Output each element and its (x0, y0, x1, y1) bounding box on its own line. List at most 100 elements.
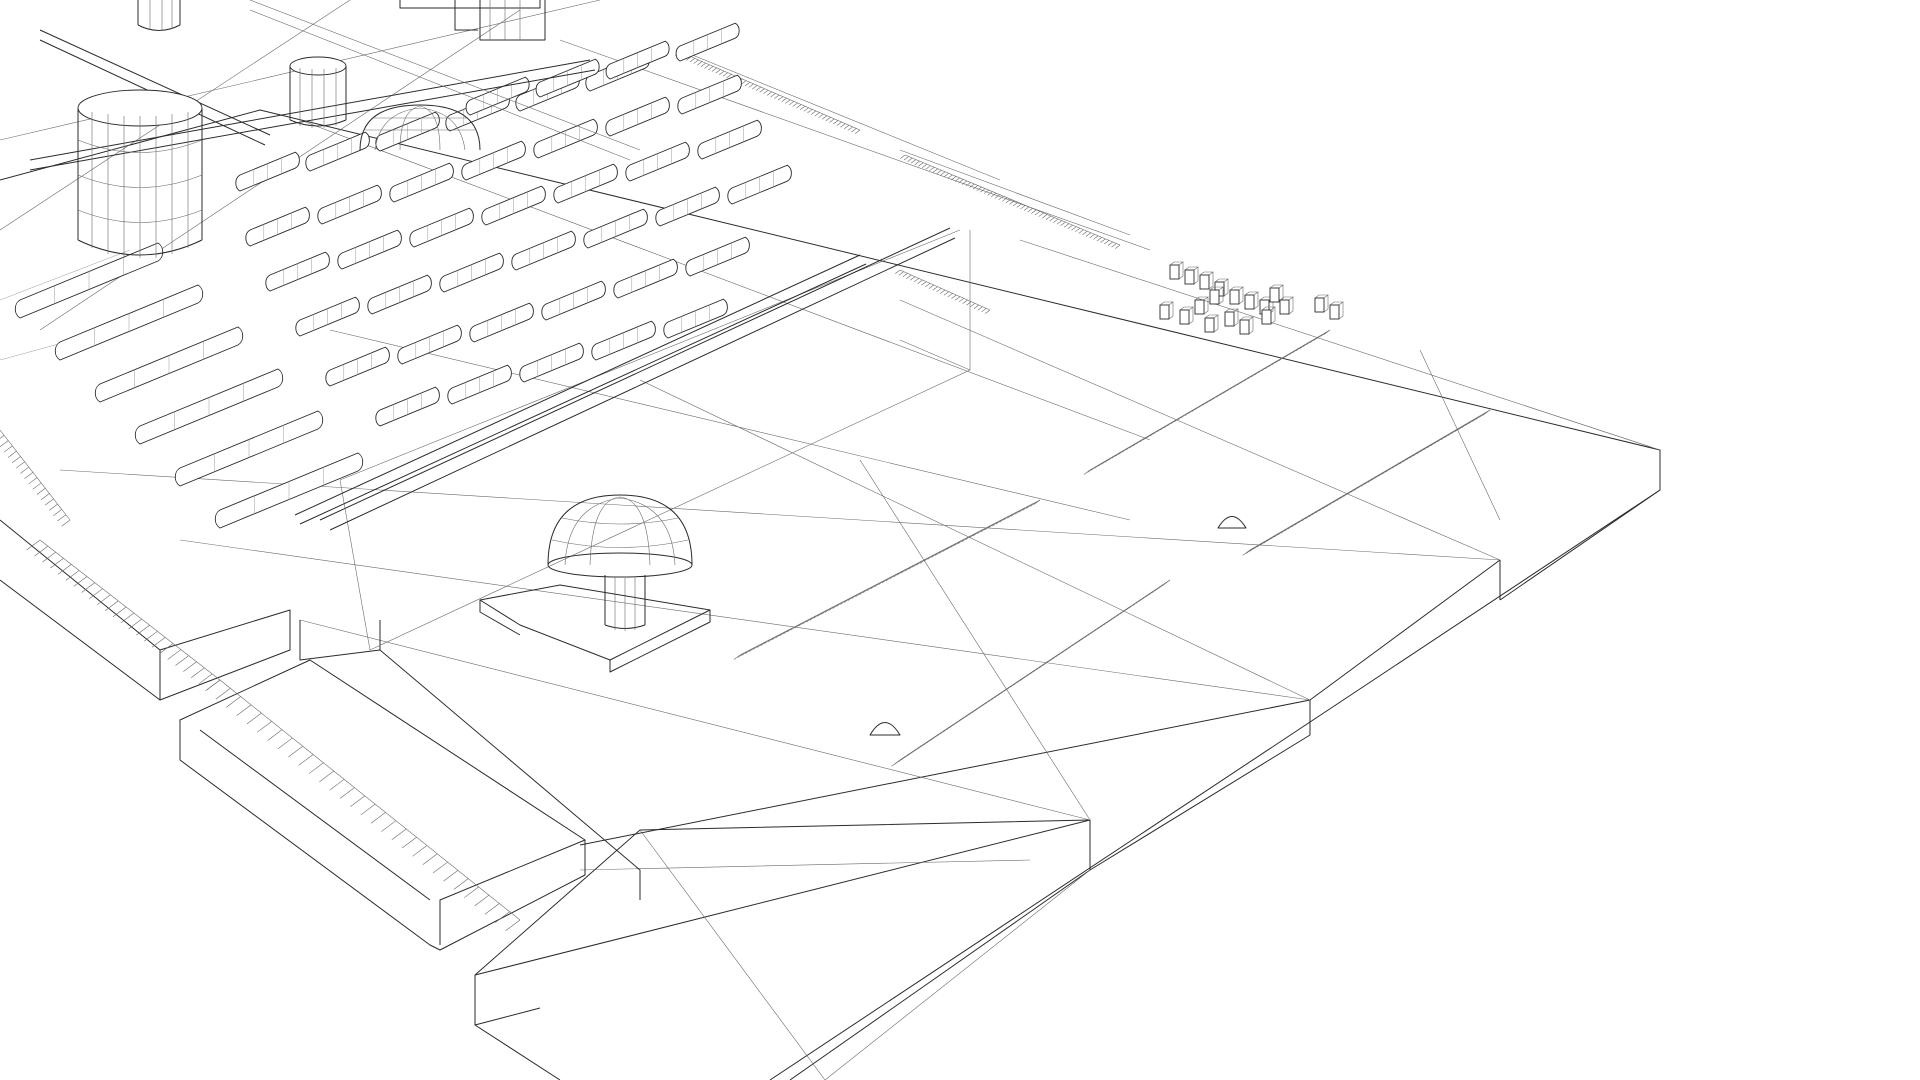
pipe-top-3 (249, 0, 641, 161)
block (1179, 306, 1194, 325)
pipe-long-2 (294, 254, 867, 525)
pipe-top-1 (39, 29, 271, 146)
plate-left-strip-2 (299, 620, 641, 900)
tank (655, 186, 720, 227)
factory-box (339, 229, 971, 651)
plate-front-bottom (474, 819, 1091, 1080)
rack-row (900, 154, 1121, 249)
tank (94, 326, 244, 403)
tank (295, 296, 360, 337)
small-blocks (1159, 261, 1344, 335)
tank (605, 96, 670, 137)
tank (613, 258, 678, 299)
block (1194, 296, 1209, 315)
mushroom-base (479, 584, 711, 673)
block (1261, 306, 1276, 325)
tank (535, 58, 600, 98)
tank (675, 22, 740, 62)
block (1279, 296, 1294, 315)
rack-row (895, 269, 991, 314)
rack-row (205, 679, 521, 932)
tank (214, 452, 364, 529)
silos (77, 0, 1247, 736)
tank (305, 131, 370, 172)
tower-top (137, 0, 181, 31)
plate-wing-inner (179, 720, 586, 945)
block (1204, 314, 1219, 333)
rack-row (1083, 329, 1331, 475)
round-pads (869, 516, 1247, 736)
tank-rows (14, 22, 792, 529)
tank (14, 242, 164, 319)
tank (685, 236, 750, 277)
tank (465, 76, 530, 116)
rack-rows (0, 51, 1491, 932)
tank (519, 342, 584, 383)
plate-front-grid (579, 829, 1091, 1080)
tank (367, 274, 432, 315)
dome-mushroom (479, 494, 711, 673)
pipe-long-1 (319, 227, 956, 531)
tank (174, 410, 324, 487)
tank (697, 119, 762, 160)
block (1239, 316, 1254, 335)
block (1244, 291, 1259, 310)
tank (375, 386, 440, 427)
tower-small (289, 56, 347, 128)
tank (409, 207, 474, 248)
tank (541, 280, 606, 321)
block (1224, 308, 1239, 327)
tank (397, 324, 462, 365)
rack-row (733, 499, 1041, 660)
block (1169, 261, 1184, 280)
tank (605, 40, 670, 80)
tank (54, 284, 204, 361)
tank (337, 229, 402, 270)
plate-outer-side (1499, 489, 1661, 601)
tank (447, 364, 512, 405)
block (1314, 294, 1329, 313)
tank (591, 320, 656, 361)
tank (134, 368, 284, 445)
ground-plates (0, 109, 1661, 1080)
tank (375, 111, 440, 152)
tank (625, 141, 690, 182)
rack-row (891, 579, 1171, 767)
block (1209, 286, 1224, 305)
tank (663, 298, 728, 339)
tank (533, 118, 598, 159)
tank (677, 74, 742, 115)
tower-large (77, 89, 203, 258)
rack-row (0, 429, 71, 527)
block (1199, 271, 1214, 290)
rack-row (1242, 409, 1491, 556)
tank (481, 185, 546, 226)
tank (325, 346, 390, 387)
plate-wing (179, 659, 586, 951)
plate-left-strip (0, 519, 291, 701)
tank (469, 302, 534, 343)
tank (439, 252, 504, 293)
upper-roads (0, 0, 1151, 441)
tank (727, 164, 792, 205)
pipes (29, 0, 956, 531)
block (1184, 266, 1199, 285)
block (1229, 286, 1244, 305)
block (1329, 301, 1344, 320)
block (1214, 278, 1229, 297)
tank (461, 140, 526, 181)
plate-outer-edge (0, 109, 1661, 1080)
rack-row (26, 539, 221, 691)
tank (245, 206, 310, 247)
tank (265, 251, 330, 292)
top-buildings (399, 0, 546, 41)
tank (583, 208, 648, 249)
tank (235, 151, 300, 192)
tank (317, 184, 382, 225)
block (1159, 301, 1174, 320)
plate-mid-grid (59, 239, 1661, 821)
dome-factory (359, 104, 481, 151)
tank (389, 162, 454, 203)
